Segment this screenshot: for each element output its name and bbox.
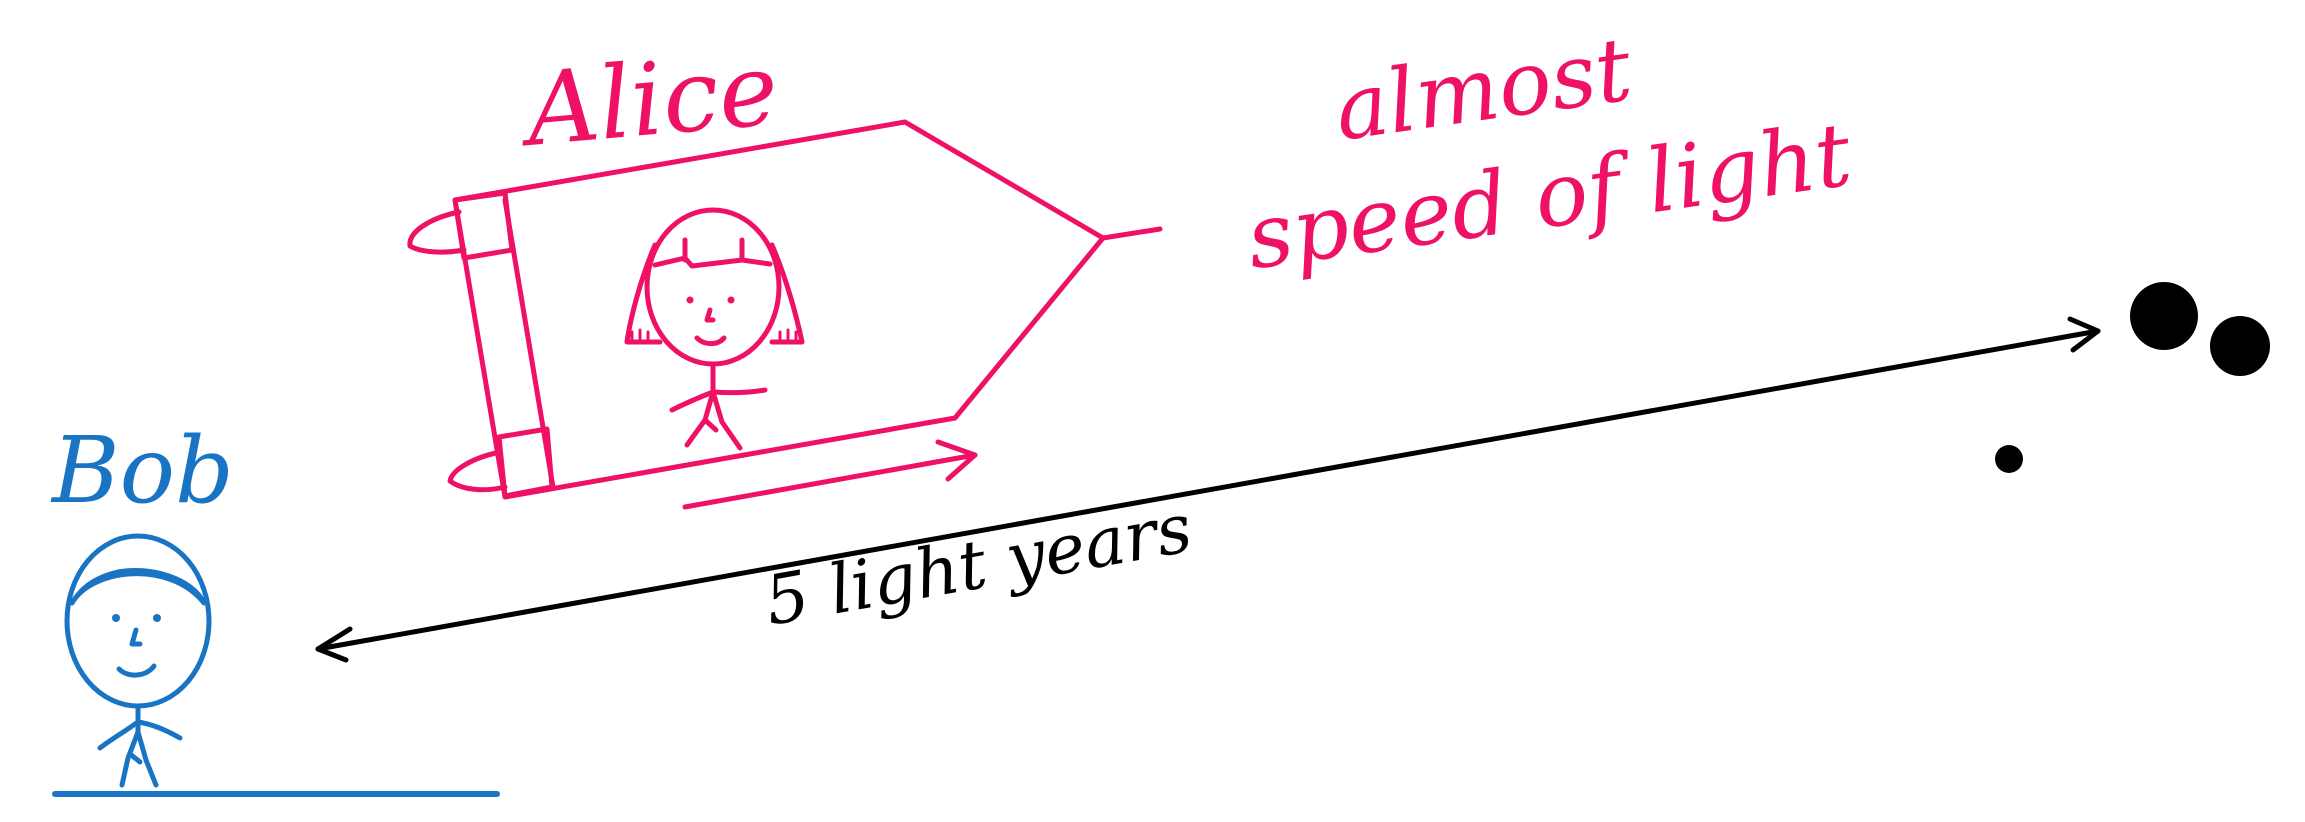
distance-line — [315, 328, 2101, 652]
bob-eye-left — [112, 614, 120, 622]
alice-nose — [704, 307, 716, 323]
distance-arrow — [315, 316, 2101, 663]
stars — [1995, 282, 2270, 473]
upper-flame — [407, 209, 467, 255]
star-small — [1995, 445, 2023, 473]
upper-thruster — [452, 190, 515, 261]
bob-eye-right — [153, 614, 161, 622]
star-large — [2130, 282, 2198, 350]
alice-spaceship — [407, 119, 1163, 510]
lower-thruster — [496, 426, 555, 499]
alice-hair-right — [769, 242, 805, 345]
bob-hair — [69, 567, 207, 606]
bob-label: Bob — [50, 417, 234, 524]
bob-legs — [119, 729, 159, 788]
alice-eye-right — [727, 296, 735, 304]
alice-head — [644, 207, 782, 367]
distance-label: 5 light years — [759, 489, 1197, 642]
direction-arrowhead — [935, 439, 978, 482]
star-medium — [2210, 316, 2270, 376]
alice-figure — [624, 207, 805, 451]
alice-eye-left — [686, 296, 694, 304]
distance-arrowhead-left — [315, 626, 353, 663]
alice-mouth — [694, 335, 727, 347]
bob-mouth — [116, 663, 157, 678]
alice-bangs — [652, 255, 773, 269]
alice-legs — [684, 389, 743, 451]
direction-arrow — [682, 452, 978, 510]
alice-hair-left — [624, 242, 663, 345]
spaceship-antenna — [1100, 226, 1163, 241]
alice-arms — [669, 387, 768, 413]
bob-nose — [129, 627, 143, 647]
alice-label: Alice — [514, 30, 783, 169]
bob-figure — [52, 533, 500, 797]
speed-label: almost speed of light — [1225, 0, 1858, 289]
spaceship-hull — [452, 119, 1106, 500]
bob-head — [64, 533, 212, 709]
distance-arrowhead-right — [2067, 316, 2101, 353]
bob-arms — [97, 719, 183, 751]
lower-flame — [447, 449, 508, 493]
